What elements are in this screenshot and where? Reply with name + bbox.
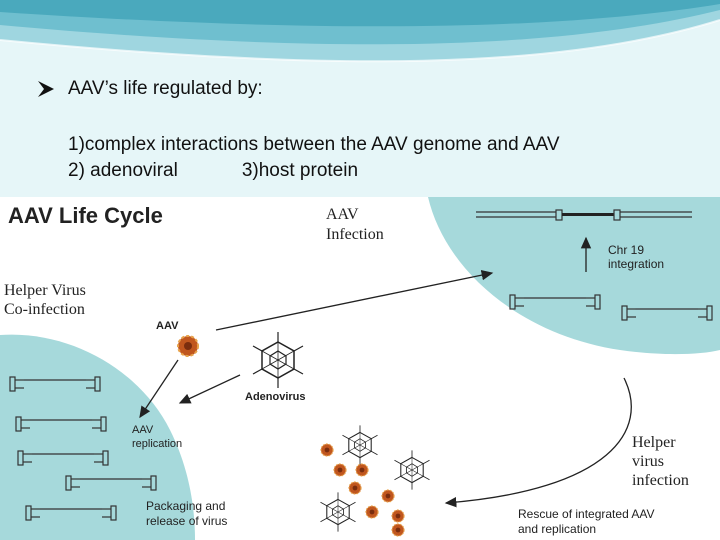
aav-particle-icon bbox=[333, 463, 347, 477]
rescue-label-2: and replication bbox=[518, 522, 596, 536]
helper-coinfection-label: Helper Virus bbox=[4, 282, 86, 299]
aav-particle-icon bbox=[391, 523, 405, 537]
host-cell-top-right bbox=[428, 197, 720, 355]
aav-label: AAV bbox=[156, 320, 179, 332]
bullet-item: AAV’s life regulated by: bbox=[36, 76, 716, 102]
regulator-host-protein: 3)host protein bbox=[241, 160, 359, 181]
chr19-label: Chr 19 bbox=[608, 243, 644, 257]
regulator-line-2: 2) adenoviral 3)host protein bbox=[36, 158, 716, 184]
helper-infection-label: Helper bbox=[632, 434, 676, 451]
aav-particle-icon bbox=[391, 509, 405, 523]
chr19-label-2: integration bbox=[608, 257, 664, 271]
rescue-label: Rescue of integrated AAV bbox=[518, 507, 655, 521]
bullet-heading: AAV’s life regulated by: bbox=[68, 78, 263, 99]
aav-infection-label-2: Infection bbox=[326, 226, 384, 243]
packaging-label: Packaging and bbox=[146, 499, 225, 513]
host-cell-bottom-left bbox=[0, 334, 195, 540]
diagram-title: AAV Life Cycle bbox=[8, 203, 163, 228]
helper-coinfection-label-2: Co-infection bbox=[4, 301, 85, 318]
regulator-line-1: 1)complex interactions between the AAV g… bbox=[68, 134, 560, 155]
aav-life-cycle-diagram: AAV Life Cycle AAV Infection Helper Viru… bbox=[0, 197, 720, 540]
aav-particle-icon bbox=[177, 335, 199, 357]
aav-particle-icon bbox=[348, 481, 362, 495]
slide-text: AAV’s life regulated by: 1)complex inter… bbox=[36, 76, 716, 184]
aav-particle-icon bbox=[320, 443, 334, 457]
aav-particle-icon bbox=[381, 489, 395, 503]
aav-particle-icon bbox=[355, 463, 369, 477]
arrow-bullet-icon bbox=[38, 81, 54, 97]
aav-replication-label: AAV bbox=[132, 424, 154, 436]
chromosome-19-icon bbox=[476, 209, 692, 221]
aav-infection-label: AAV bbox=[326, 206, 359, 223]
helper-infection-label-3: infection bbox=[632, 472, 689, 489]
header-wave-band bbox=[0, 0, 720, 75]
packaging-label-2: release of virus bbox=[146, 514, 227, 528]
aav-replication-label-2: replication bbox=[132, 438, 182, 450]
aav-particle-icon bbox=[365, 505, 379, 519]
adenovirus-label: Adenovirus bbox=[245, 391, 306, 403]
helper-infection-label-2: virus bbox=[632, 453, 664, 470]
regulator-adenoviral: 2) adenoviral bbox=[68, 160, 178, 181]
